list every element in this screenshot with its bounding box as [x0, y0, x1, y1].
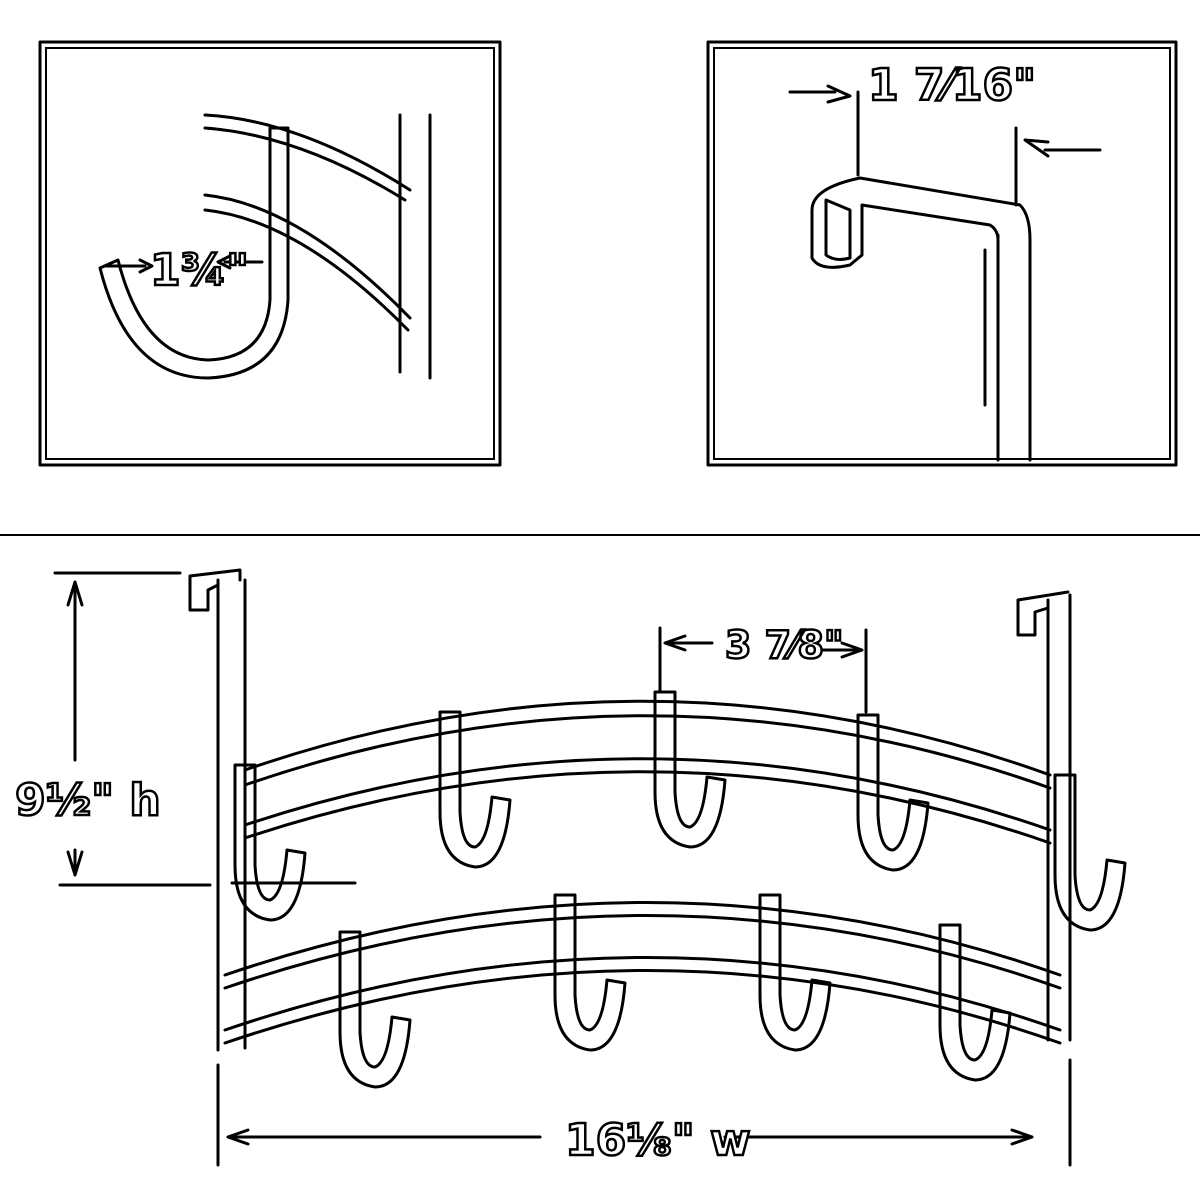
- hook: [938, 923, 1012, 1082]
- hook: [856, 713, 930, 872]
- hook: [653, 690, 727, 849]
- hook-spacing-label: 3 7⁄8": [725, 623, 844, 667]
- width-label: 16⅛" w: [565, 1115, 751, 1166]
- hook-detail-panel: 1¾": [38, 40, 502, 467]
- width-dimension: 16⅛" w: [216, 881, 1072, 1167]
- hook: [758, 893, 832, 1052]
- hook: [338, 930, 412, 1089]
- hook: [233, 763, 307, 922]
- height-label: 9½" h: [15, 775, 161, 826]
- hook: [438, 710, 512, 869]
- door-thickness-label: 1 7⁄16": [868, 60, 1036, 111]
- hook-depth-label: 1¾": [150, 245, 249, 296]
- height-dimension: 9½" h: [14, 571, 212, 887]
- door-bracket-panel: 1 7⁄16": [706, 40, 1178, 467]
- hook: [553, 893, 627, 1052]
- over-door-rack: [188, 568, 1127, 1089]
- hook-spacing-dimension: 3 7⁄8": [658, 622, 868, 714]
- hook: [1053, 773, 1127, 932]
